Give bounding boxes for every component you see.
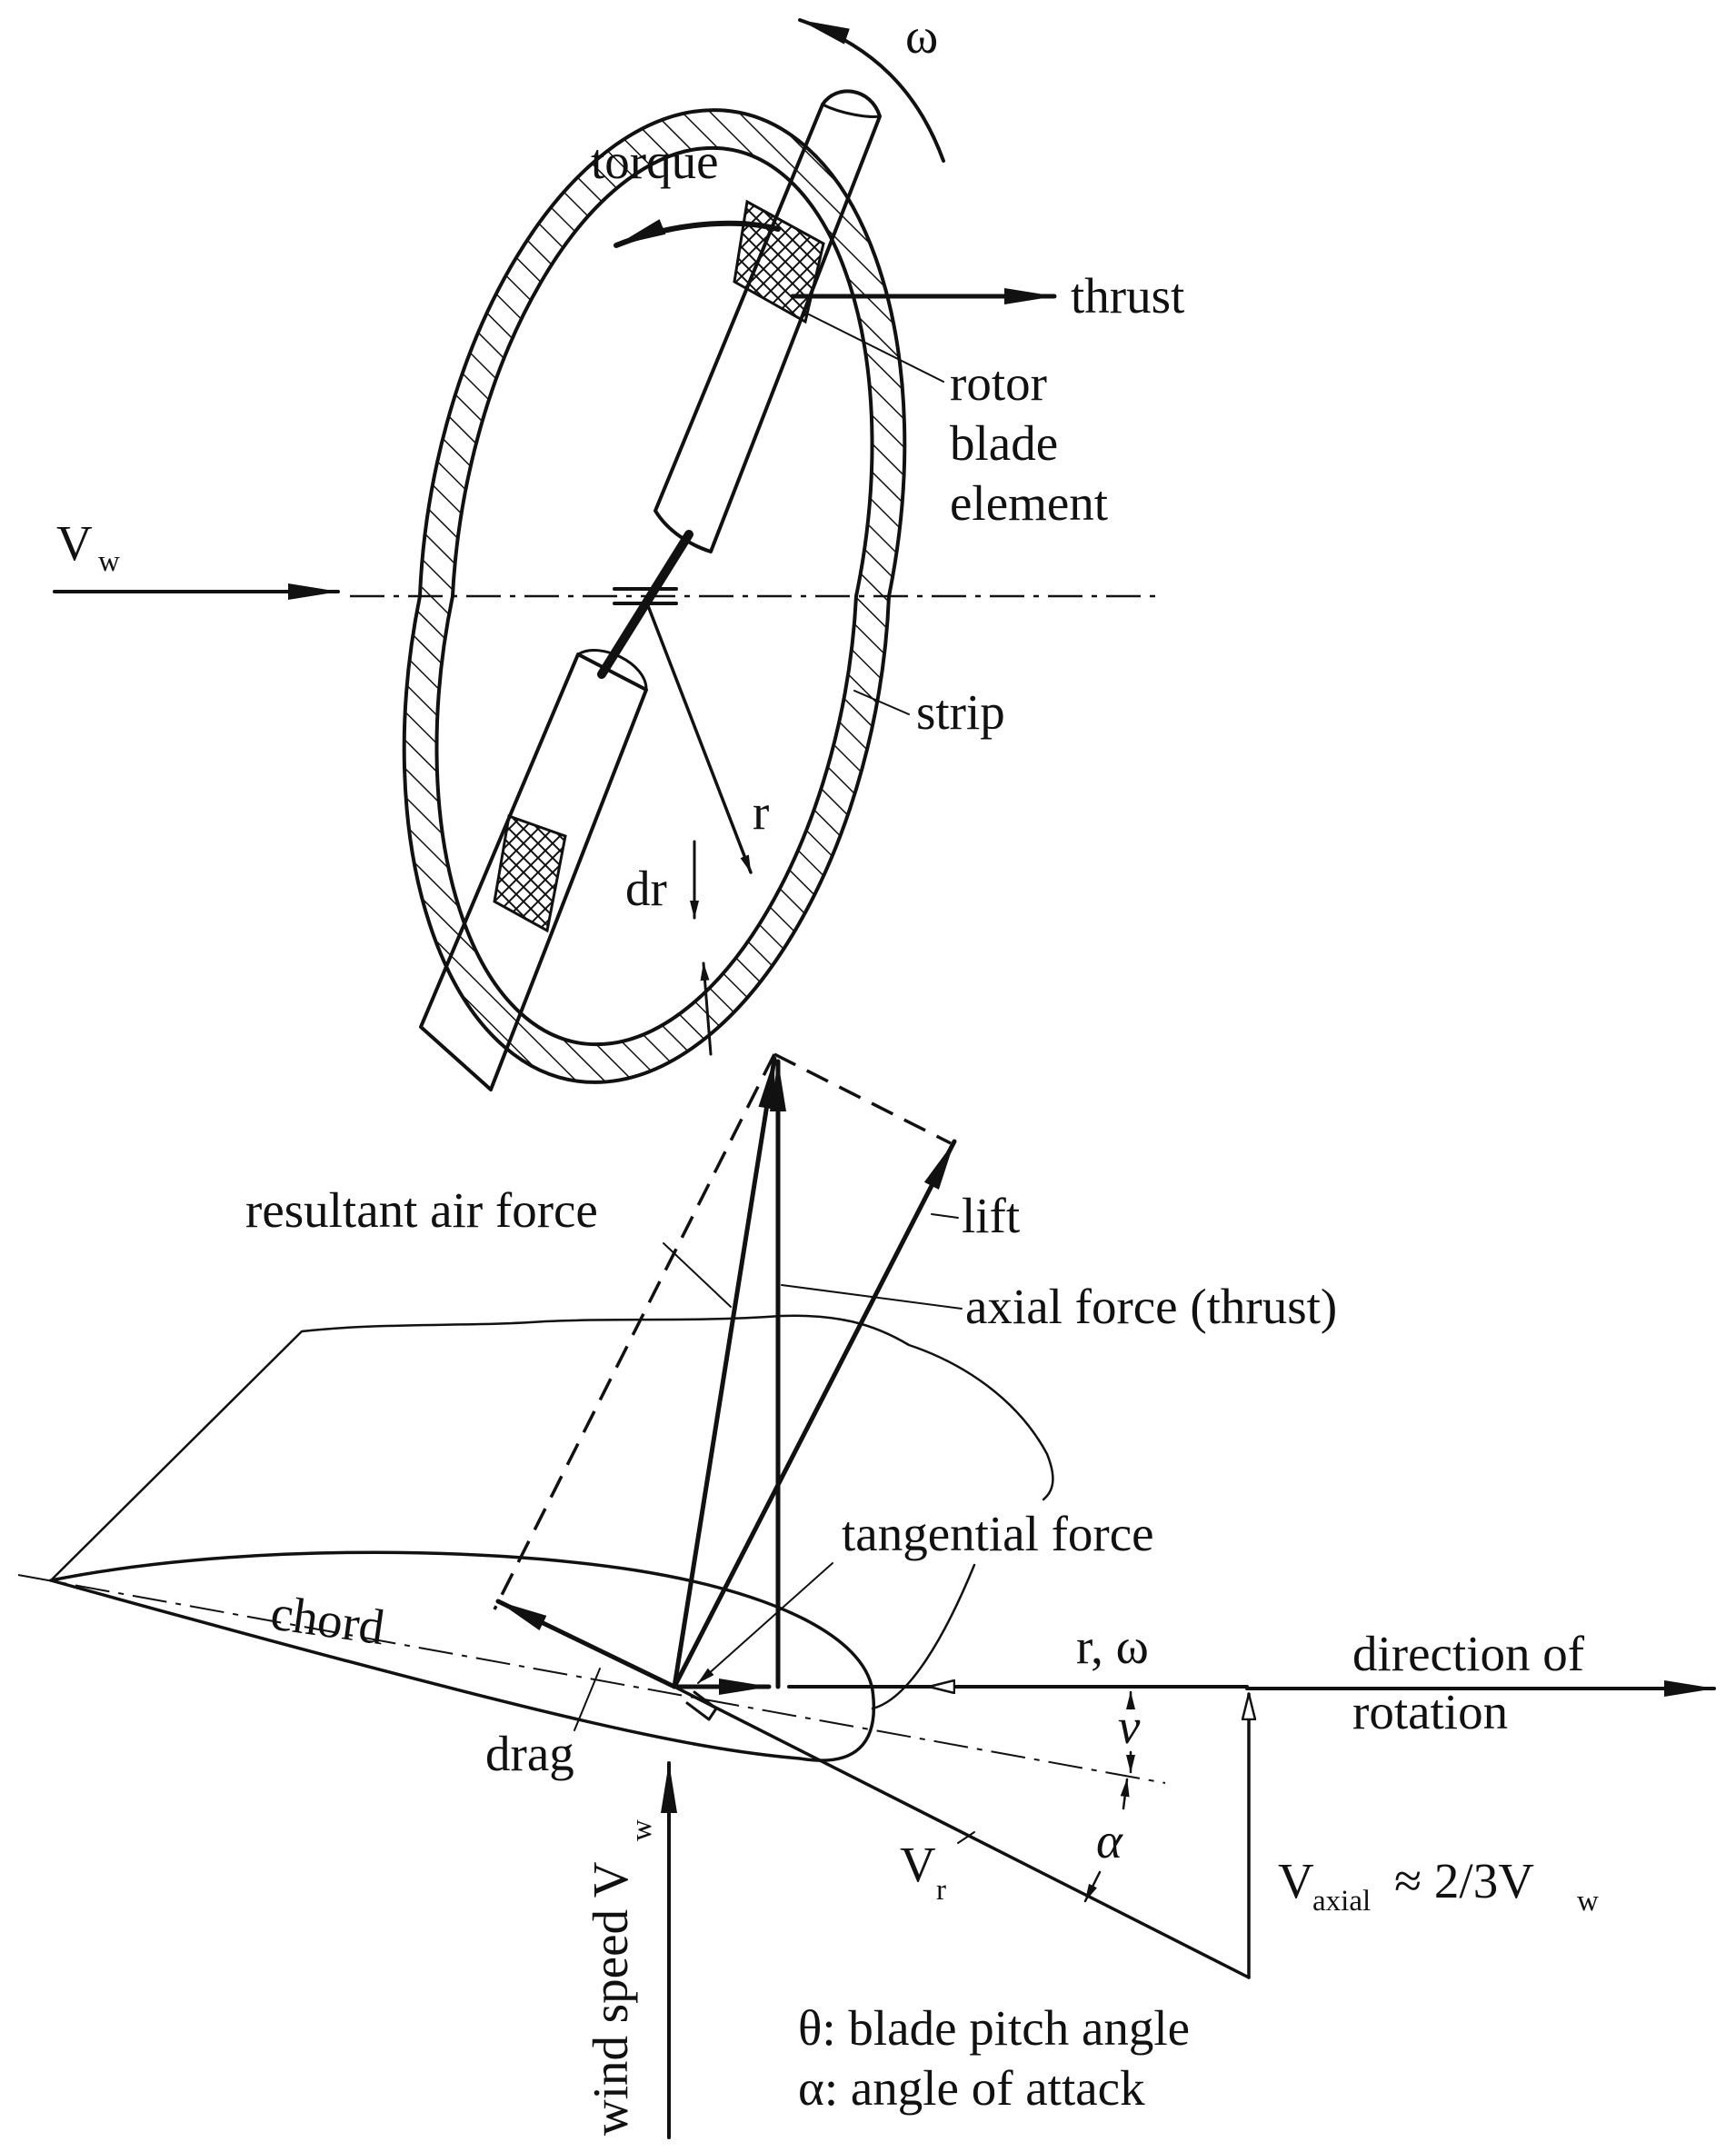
vaxial-ratio: ≈ 2/3V — [1394, 1853, 1534, 1908]
omega-label: ω — [905, 8, 938, 64]
upper-blade — [653, 89, 882, 553]
strip-label: strip — [916, 684, 1005, 740]
legend-theta: θ: blade pitch angle — [798, 2000, 1190, 2056]
vaxial-label: V — [1278, 1853, 1314, 1908]
lower-blade — [419, 649, 648, 1091]
resultant-leader — [663, 1242, 732, 1308]
r-omega-label: r, ω — [1076, 1619, 1149, 1674]
tangential-leader — [697, 1562, 833, 1684]
legend-alpha: α: angle of attack — [798, 2060, 1145, 2116]
axial-label: axial force (thrust) — [965, 1279, 1337, 1334]
r-label: r — [753, 784, 769, 840]
dr-arrow-bottom — [700, 961, 713, 1056]
vw-label: V — [56, 515, 93, 571]
resultant-force-arrow — [672, 1056, 777, 1689]
blade-element-lower — [493, 813, 567, 933]
windspeed-subscript: w — [625, 1819, 658, 1841]
thrust-label: thrust — [1071, 268, 1184, 324]
torque-arrow — [614, 219, 781, 248]
alpha-label: α — [1096, 1813, 1123, 1868]
airfoil-profile — [49, 1550, 875, 1762]
vr-label: V — [900, 1837, 936, 1892]
strip-leader — [853, 690, 910, 715]
drag-leader — [574, 1668, 601, 1731]
direction-label-line1: direction of — [1352, 1626, 1585, 1681]
vaxial-subscript: axial — [1312, 1885, 1371, 1918]
blade-label: blade — [950, 415, 1058, 471]
resultant-label: resultant air force — [245, 1182, 598, 1238]
drag-arrow — [495, 1599, 677, 1689]
vr-subscript: r — [936, 1874, 946, 1907]
nu-label: v — [1118, 1699, 1141, 1754]
tangential-label: tangential force — [842, 1506, 1154, 1561]
radius-arrow — [645, 602, 753, 874]
alpha-arrow-bottom — [1083, 1870, 1102, 1903]
drag-label: drag — [485, 1726, 574, 1781]
axial-leader — [781, 1284, 963, 1310]
element-label: element — [950, 475, 1108, 531]
direction-label-line2: rotation — [1352, 1684, 1508, 1739]
rotor-blade-element-leader — [808, 314, 944, 383]
vaxial-w-subscript: w — [1577, 1885, 1599, 1918]
airfoil-upper-outline — [49, 1314, 1054, 1582]
torque-label: torque — [591, 134, 719, 189]
force-parallelogram — [773, 1052, 952, 1145]
lift-arrow — [672, 1139, 957, 1689]
dr-label: dr — [625, 861, 667, 916]
blade-element-upper — [733, 199, 825, 324]
vw-subscript: w — [98, 545, 120, 578]
chord-line — [17, 1574, 1166, 1784]
omega-arc — [798, 18, 945, 163]
windspeed-label: wind speed V — [583, 1861, 638, 2136]
rotor-label: rotor — [950, 355, 1047, 411]
vr-leader — [957, 1831, 975, 1844]
relative-velocity-line — [673, 1685, 1251, 1979]
airfoil-trailing-edge — [871, 1563, 976, 1710]
lift-leader — [931, 1213, 959, 1219]
pitch-mark — [685, 1690, 718, 1721]
lift-label: lift — [962, 1188, 1020, 1243]
alpha-arrow-top — [1120, 1778, 1130, 1810]
